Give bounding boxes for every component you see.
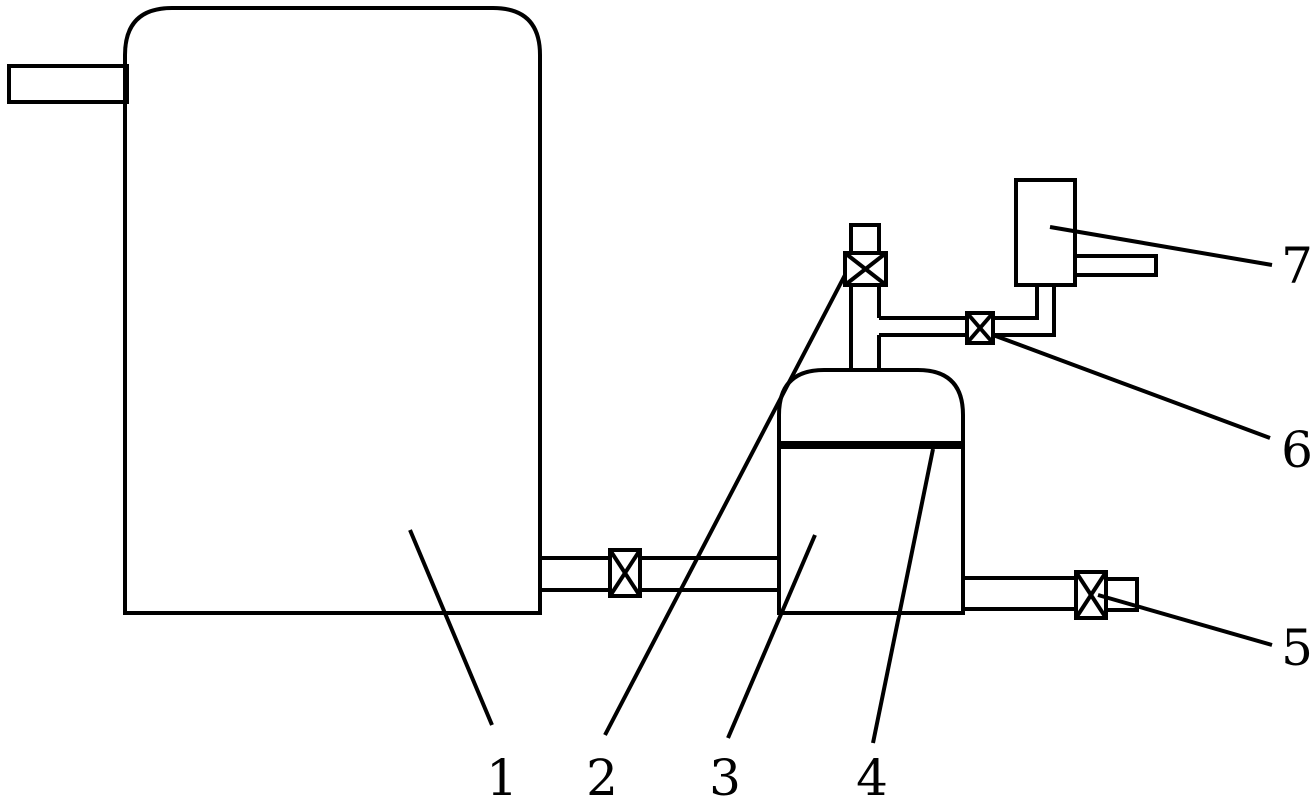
- label-branch-valve: 6: [1281, 421, 1313, 479]
- tank-to-vessel-pipe: [540, 556, 779, 592]
- outlet-pipe: [963, 576, 1139, 612]
- vent-pipe: [849, 223, 881, 372]
- branch-pipe: [879, 285, 1056, 337]
- leader-line-2: [603, 274, 847, 736]
- label-outlet-valve: 5: [1281, 619, 1313, 677]
- vent-valve: [843, 251, 888, 287]
- large-tank: [123, 6, 542, 615]
- leader-lines: [408, 225, 1273, 744]
- leader-line-5: [1097, 593, 1273, 647]
- label-vessel: 3: [709, 749, 741, 800]
- connecting-pipe-valve: [608, 548, 642, 598]
- leader-line-1: [408, 529, 494, 726]
- leader-line-7: [1049, 225, 1273, 267]
- branch-valve: [965, 311, 995, 345]
- leader-line-3: [726, 534, 817, 739]
- leader-line-6: [992, 333, 1271, 440]
- vessel: [777, 368, 965, 615]
- vessel-partition: [779, 441, 963, 449]
- label-box: 7: [1281, 237, 1313, 295]
- label-vent-valve: 2: [586, 749, 618, 800]
- label-partition: 4: [856, 749, 888, 800]
- tank-inlet-stub: [7, 64, 129, 104]
- reference-labels: 1 2 3 4 5 6 7: [486, 237, 1313, 800]
- leader-line-4: [871, 448, 935, 744]
- outlet-valve: [1074, 570, 1108, 620]
- label-tank-large: 1: [486, 749, 518, 800]
